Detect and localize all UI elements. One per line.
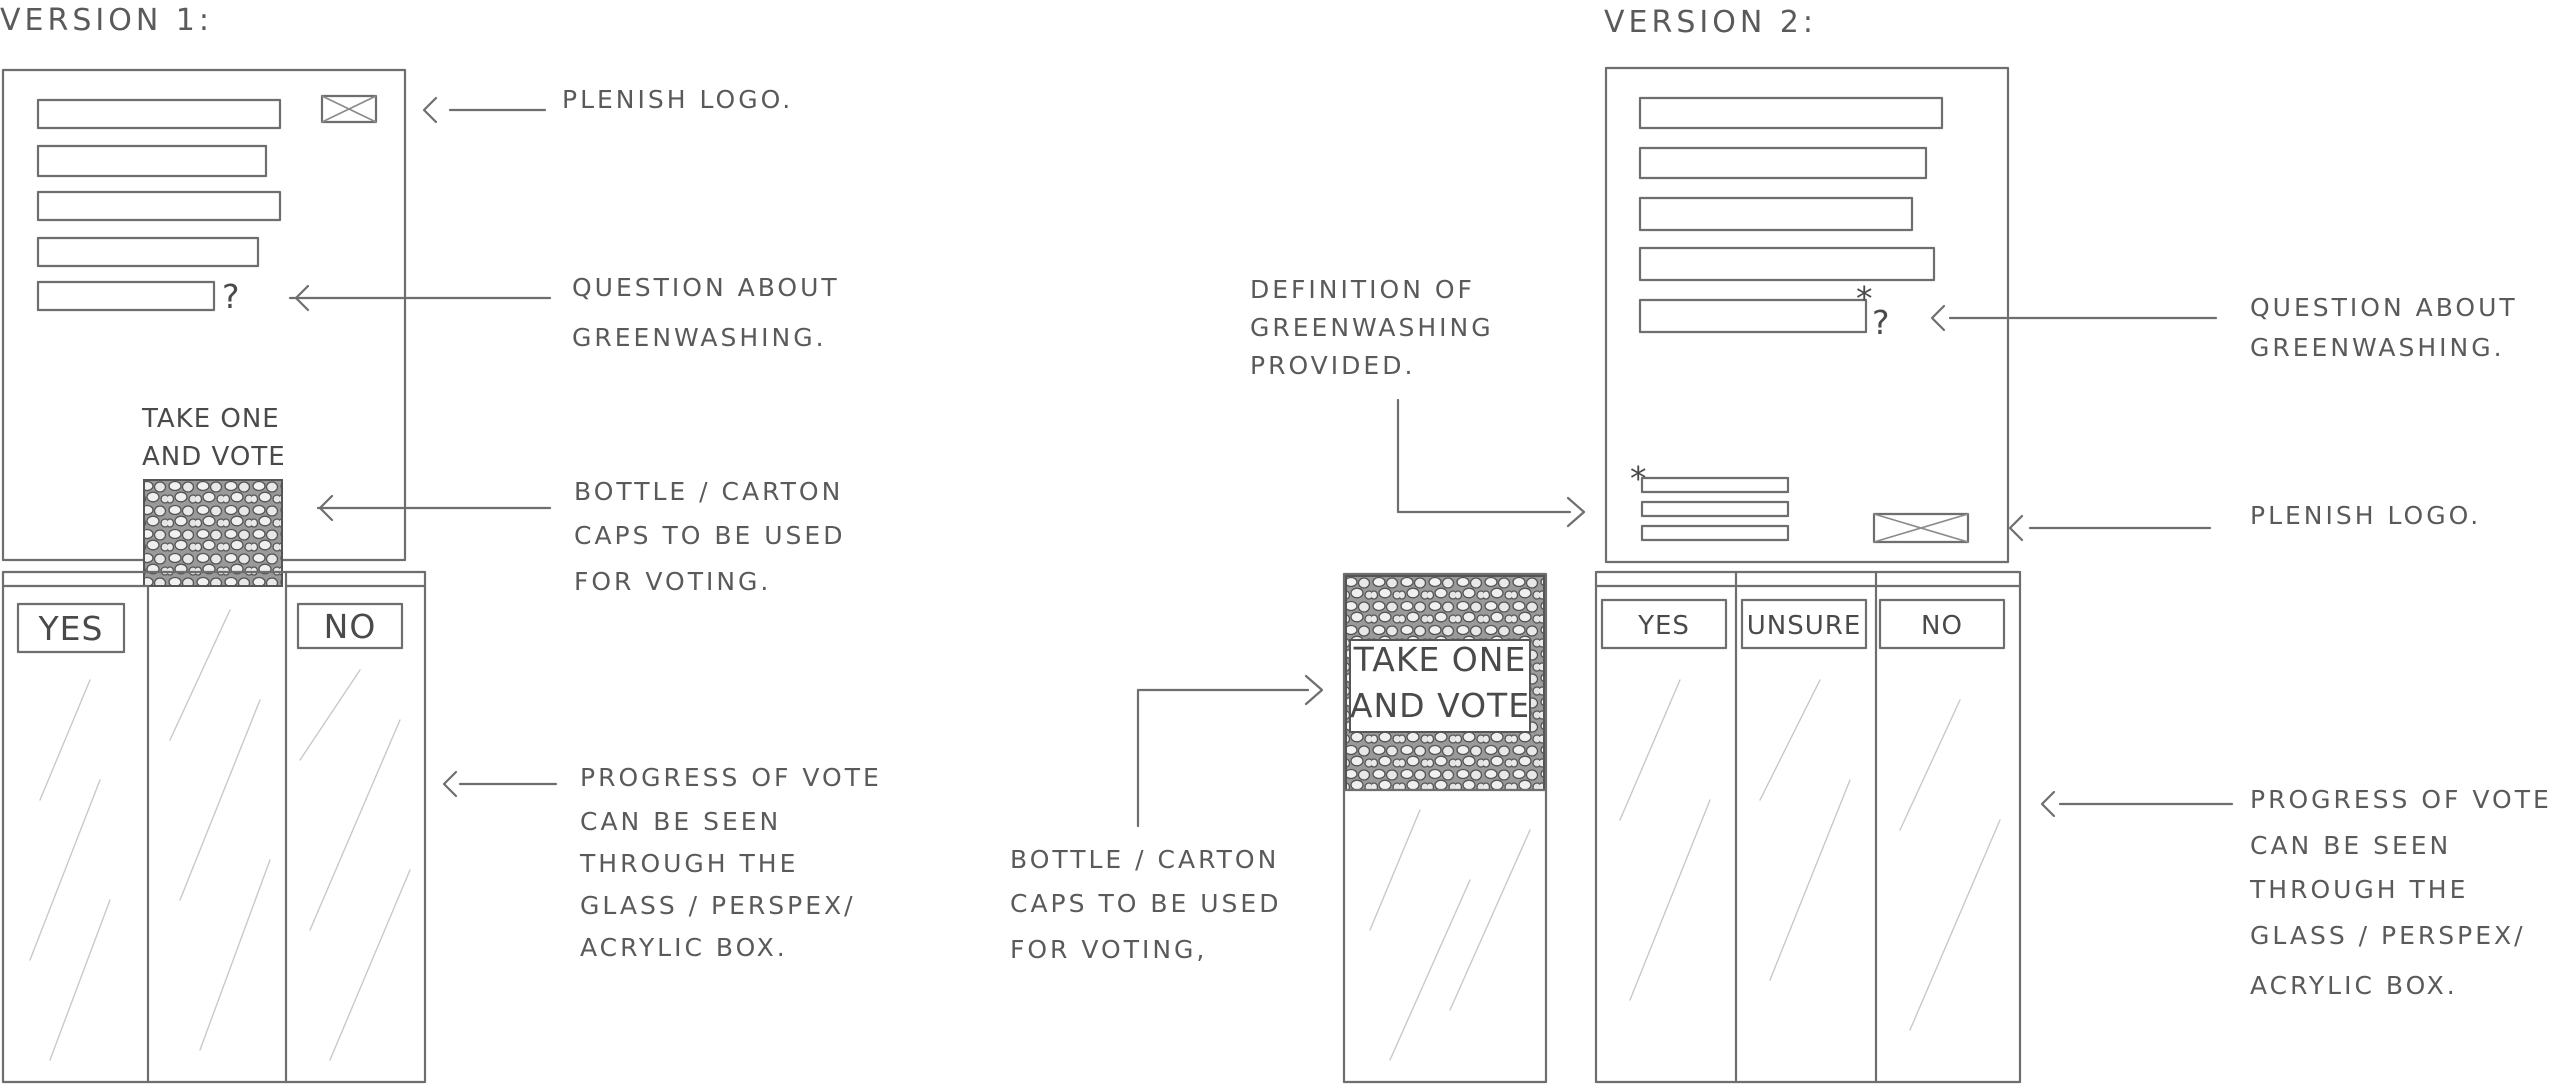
v1-text-line [36, 144, 268, 178]
v2-question-line [1638, 298, 1868, 334]
v2-text-line [1638, 246, 1936, 282]
v2-definition-line [1640, 524, 1790, 542]
v2-caps-tower [1342, 572, 1548, 1084]
v2-definition-line [1640, 500, 1790, 518]
v1-caps-note-2: CAPS TO BE USED [574, 521, 845, 550]
v2-text-line [1638, 96, 1944, 130]
v2-caps-note-2: CAPS TO BE USED [1010, 889, 1281, 918]
v1-question-note-1: QUESTION ABOUT [572, 273, 840, 302]
v1-bottle-caps [143, 479, 283, 587]
v2-lower-box [1594, 570, 2022, 1084]
v2-caps-note-3: FOR VOTING, [1010, 935, 1207, 964]
v2-definition-note-1: DEFINITION OF [1250, 275, 1475, 304]
v2-no-label: NO [1921, 611, 1963, 641]
v2-take-one-line-2: AND VOTE [1350, 686, 1530, 725]
v1-no-label: NO [324, 607, 377, 646]
v1-text-line [36, 190, 282, 222]
v2-logo-note: PLENISH LOGO. [2250, 501, 2481, 530]
v1-question-note-2: GREENWASHING. [572, 323, 827, 352]
v2-question-note-1: QUESTION ABOUT [2250, 293, 2518, 322]
v2-yes-label: YES [1637, 611, 1690, 641]
v2-caps-note-1: BOTTLE / CARTON [1010, 845, 1279, 874]
v1-logo-placeholder [320, 94, 378, 124]
version-1-heading: VERSION 1: [0, 3, 213, 38]
v1-progress-note-5: ACRYLIC BOX. [580, 933, 788, 962]
v1-no-button[interactable] [296, 602, 404, 650]
v2-progress-note-1: PROGRESS OF VOTE [2250, 785, 2552, 814]
v2-definition-line [1640, 476, 1790, 494]
v2-progress-note-3: THROUGH THE [2249, 875, 2468, 904]
v2-question-mark: ? [1872, 303, 1891, 342]
v1-logo-note: PLENISH LOGO. [562, 85, 793, 114]
v2-upper-panel [1604, 66, 2010, 564]
v2-take-one-line-1: TAKE ONE [1353, 640, 1527, 679]
v1-progress-note-2: CAN BE SEEN [580, 807, 781, 836]
v1-take-one-line-2: AND VOTE [142, 442, 286, 472]
v1-progress-note-3: THROUGH THE [579, 849, 798, 878]
v1-caps-note-1: BOTTLE / CARTON [574, 477, 843, 506]
v1-progress-note-1: PROGRESS OF VOTE [580, 763, 882, 792]
v2-asterisk: * [1856, 279, 1874, 318]
version-2-stand: * ? * YES UNSURE NO [1594, 66, 2022, 1084]
v2-progress-note-4: GLASS / PERSPEX/ [2250, 921, 2526, 950]
v2-definition-note-2: GREENWASHING [1250, 313, 1494, 342]
v1-caps-note-3: FOR VOTING. [574, 567, 771, 596]
v2-yes-button[interactable] [1600, 598, 1728, 650]
v1-arrows [288, 96, 558, 798]
v1-text-line [36, 236, 260, 268]
v2-progress-note-5: ACRYLIC BOX. [2250, 971, 2458, 1000]
v2-progress-note-2: CAN BE SEEN [2250, 831, 2451, 860]
v1-progress-note-4: GLASS / PERSPEX/ [580, 891, 856, 920]
v2-unsure-label: UNSURE [1747, 611, 1862, 641]
v2-text-line [1638, 146, 1928, 180]
v2-no-button[interactable] [1878, 598, 2006, 650]
v1-yes-label: YES [38, 609, 104, 648]
v1-yes-button[interactable] [16, 602, 126, 654]
v2-unsure-button[interactable] [1740, 598, 1868, 650]
v1-lower-box [1, 570, 427, 1084]
version-2-heading: VERSION 2: [1604, 5, 1817, 40]
v2-take-one-sign [1349, 639, 1531, 733]
v1-question-mark: ? [222, 277, 241, 316]
v1-take-one-line-1: TAKE ONE [141, 404, 280, 434]
v1-question-line [36, 280, 216, 312]
version-2-caps-tower: TAKE ONE AND VOTE [1342, 572, 1548, 1084]
v2-logo-placeholder [1872, 512, 1970, 544]
v1-text-line [36, 98, 282, 130]
v2-definition-note-3: PROVIDED. [1250, 351, 1415, 380]
version-1-stand: ? TAKE ONE AND VOTE YES NO [1, 68, 427, 1084]
v2-text-line [1638, 196, 1914, 232]
v2-question-note-2: GREENWASHING. [2250, 333, 2505, 362]
v2-arrows [1136, 304, 2234, 828]
